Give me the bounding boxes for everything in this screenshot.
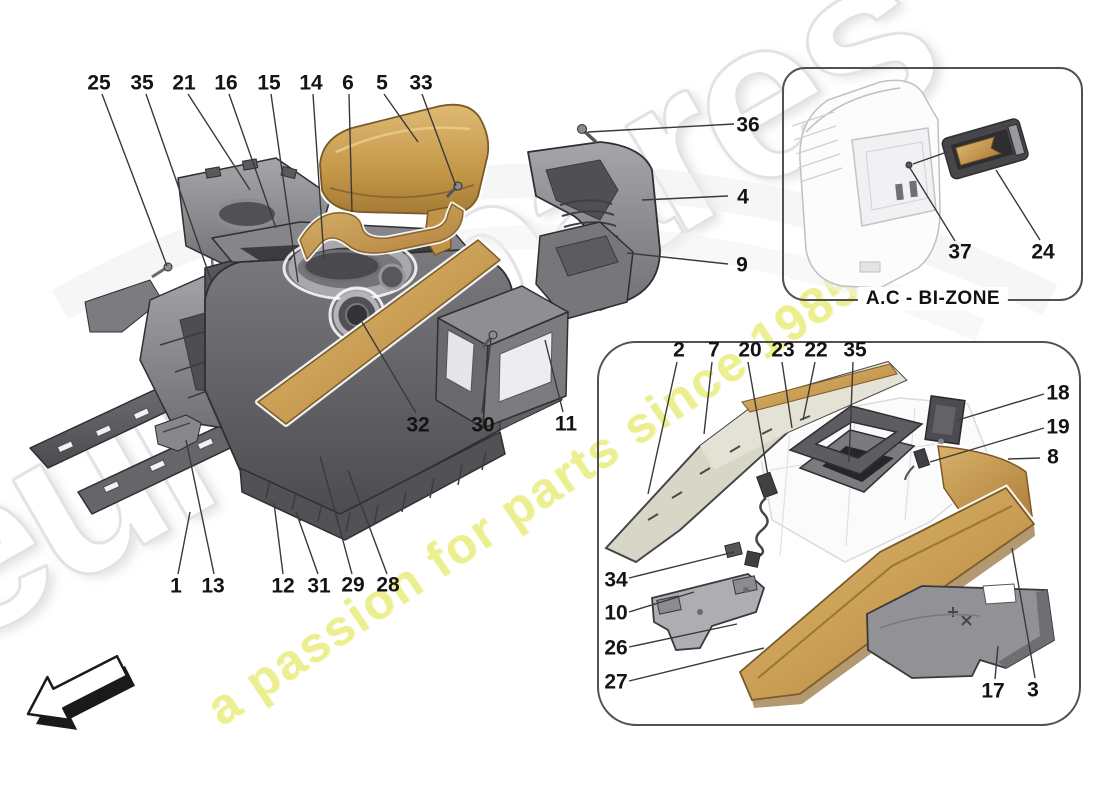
callout-9[interactable]: 9 <box>736 253 748 277</box>
leader-lines <box>101 93 1045 682</box>
callout-19[interactable]: 19 <box>1046 415 1070 439</box>
callout-37[interactable]: 37 <box>948 240 972 264</box>
callout-28[interactable]: 28 <box>376 573 400 597</box>
callout-29[interactable]: 29 <box>341 573 365 597</box>
callout-26[interactable]: 26 <box>604 636 628 660</box>
callout-32[interactable]: 32 <box>406 413 430 437</box>
gearshift-surround <box>788 405 924 493</box>
callout-35b[interactable]: 35 <box>843 338 867 362</box>
callout-24[interactable]: 24 <box>1031 240 1055 264</box>
leather-side-trim <box>257 239 501 425</box>
loose-screws <box>445 124 598 348</box>
sensor-and-wiring <box>724 447 931 568</box>
callout-33[interactable]: 33 <box>409 71 433 95</box>
callout-23[interactable]: 23 <box>771 338 795 362</box>
leather-cupholder-bracket <box>297 201 466 262</box>
callout-7[interactable]: 7 <box>708 338 720 362</box>
callout-5[interactable]: 5 <box>376 71 388 95</box>
callout-27[interactable]: 27 <box>604 670 628 694</box>
callout-10[interactable]: 10 <box>604 601 628 625</box>
inset-ac-bizone <box>782 67 1083 301</box>
console-body <box>204 221 563 541</box>
callout-30[interactable]: 30 <box>471 413 495 437</box>
inset-tunnel-trim <box>597 341 1081 726</box>
callout-16[interactable]: 16 <box>214 71 238 95</box>
rear-duct-parts <box>527 141 661 320</box>
callout-31[interactable]: 31 <box>307 574 331 598</box>
callout-25[interactable]: 25 <box>87 71 111 95</box>
callout-6[interactable]: 6 <box>342 71 354 95</box>
direction-arrow-icon <box>26 654 135 730</box>
callout-12[interactable]: 12 <box>271 574 295 598</box>
callout-1[interactable]: 1 <box>170 574 182 598</box>
mounting-cage <box>435 285 569 429</box>
foam-support-block <box>866 583 1055 679</box>
ac-screw-point <box>905 161 913 169</box>
callout-34[interactable]: 34 <box>604 568 628 592</box>
callout-17[interactable]: 17 <box>981 679 1005 703</box>
leather-lower-side-panel <box>736 484 1039 708</box>
callout-20[interactable]: 20 <box>738 338 762 362</box>
callout-8[interactable]: 8 <box>1047 445 1059 469</box>
callout-2[interactable]: 2 <box>673 338 685 362</box>
console-rear-view <box>791 79 941 289</box>
callout-4[interactable]: 4 <box>737 185 749 209</box>
console-base-panel <box>601 358 912 566</box>
callout-13[interactable]: 13 <box>201 574 225 598</box>
ac-switch-part <box>939 116 1031 182</box>
callout-3[interactable]: 3 <box>1027 678 1039 702</box>
callout-36[interactable]: 36 <box>736 113 760 137</box>
callout-11[interactable]: 11 <box>554 412 578 436</box>
callout-21[interactable]: 21 <box>172 71 196 95</box>
callout-35[interactable]: 35 <box>130 71 154 95</box>
callout-14[interactable]: 14 <box>299 71 323 95</box>
callout-18[interactable]: 18 <box>1046 381 1070 405</box>
ac-bizone-inset-label: A.C - BI-ZONE <box>857 287 1009 311</box>
front-support-bracket <box>651 573 766 651</box>
callout-22[interactable]: 22 <box>804 338 828 362</box>
control-unit-bracket <box>924 395 966 445</box>
callout-15[interactable]: 15 <box>257 71 281 95</box>
